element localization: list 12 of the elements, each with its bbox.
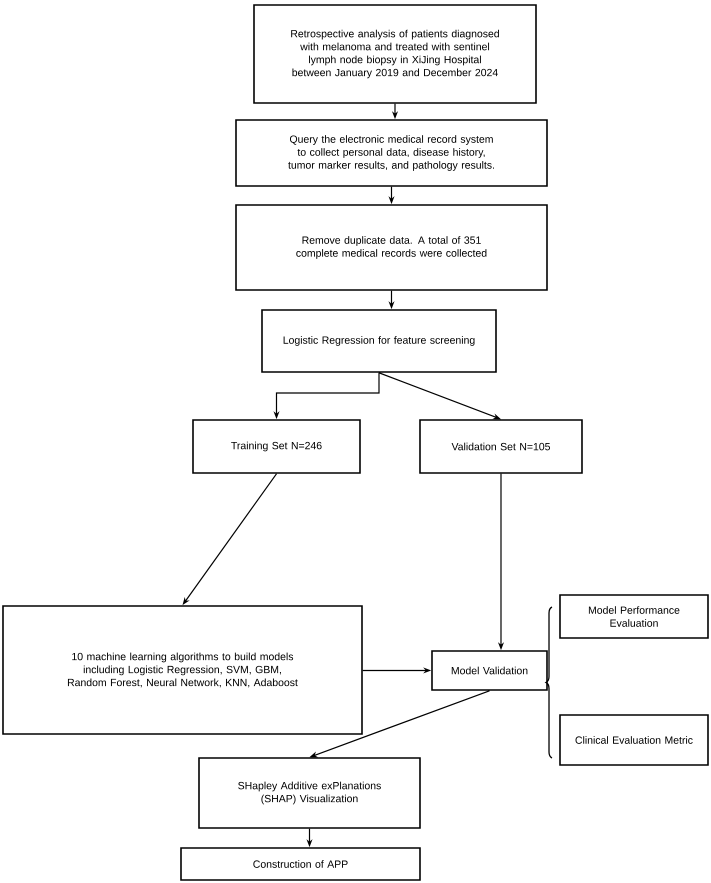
process-box: Clinical Evaluation Metric — [559, 714, 709, 766]
process-box: Retrospective analysis of patients diagnosed with melanoma and treated with sentinel lymph node biopsy in XiJing Hospital between January 2019 and December 2024 — [253, 4, 537, 104]
process-box: Model Validation — [431, 650, 548, 691]
process-box: Validation Set N=105 — [419, 419, 583, 474]
process-box: Remove duplicate data. A total of 351 complete medical records were collected — [235, 204, 548, 291]
process-box: Query the electronic medical record system to collect personal data, disease history, tumor marker results, and pathology results. — [235, 119, 548, 187]
process-box: Training Set N=246 — [192, 419, 361, 474]
process-box: Logistic Regression for feature screening — [261, 309, 497, 373]
process-box: 10 machine learning algorithms to build models including Logistic Regression, SVM, GBM, Random Forest, Neural Network, KNN, Adaboost — [2, 605, 363, 735]
process-box: SHapley Additive exPlanations (SHAP) Visualization — [198, 757, 421, 829]
process-box: Model Performance Evaluation — [559, 594, 709, 639]
process-box: Construction of APP — [180, 847, 421, 881]
